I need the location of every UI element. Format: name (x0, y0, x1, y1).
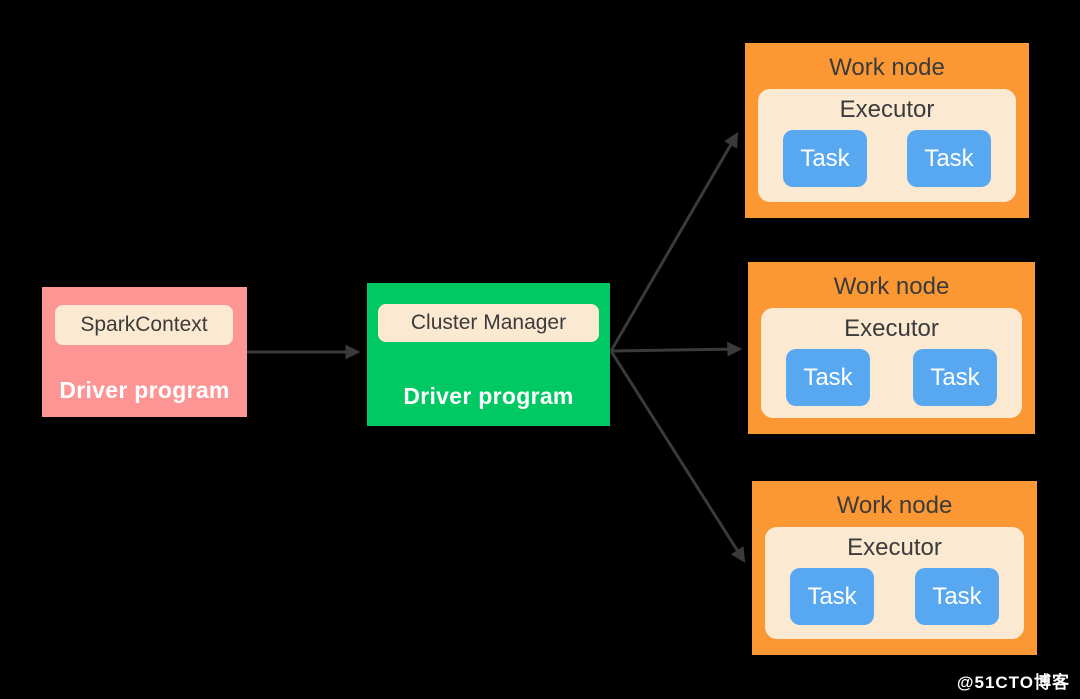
work-node-2-executor-label: Executor (844, 315, 939, 342)
work-node-1-task-row: Task Task (758, 130, 1016, 202)
arrow-cluster-to-worknode-2 (610, 341, 743, 357)
watermark: @51CTO博客 (956, 673, 1070, 692)
work-node-2: Work node Executor Task Task (748, 262, 1035, 434)
cluster-driver-program-label: Driver program (403, 383, 574, 409)
work-node-2-task-row: Task Task (761, 349, 1022, 418)
task-box: Task (786, 349, 870, 406)
cluster-manager-inner-box: Cluster Manager (378, 304, 599, 342)
task-box: Task (907, 130, 991, 187)
arrow-cluster-to-worknode-1 (609, 132, 739, 352)
task-box: Task (913, 349, 997, 406)
driver-program-box: SparkContext Driver program (42, 287, 247, 417)
task-box: Task (783, 130, 867, 187)
sparkcontext-box: SparkContext (55, 305, 233, 345)
cluster-manager-box: Cluster Manager Driver program (367, 283, 610, 426)
work-node-1-executor-label: Executor (839, 96, 935, 123)
task-box: Task (790, 568, 874, 625)
work-node-3: Work node Executor Task Task (752, 481, 1037, 655)
work-node-1: Work node Executor Task Task (745, 43, 1029, 218)
driver-program-label: Driver program (59, 377, 230, 403)
work-node-1-executor-box: Executor Task Task (758, 89, 1016, 202)
work-node-2-executor-box: Executor Task Task (761, 308, 1022, 418)
arrow-cluster-to-worknode-3 (609, 350, 746, 563)
work-node-3-executor-label: Executor (847, 534, 942, 561)
task-box: Task (915, 568, 999, 625)
work-node-3-task-row: Task Task (765, 568, 1024, 639)
work-node-2-title: Work node (833, 273, 950, 300)
work-node-3-title: Work node (836, 492, 953, 519)
work-node-3-executor-box: Executor Task Task (765, 527, 1024, 639)
work-node-1-title: Work node (829, 54, 945, 81)
